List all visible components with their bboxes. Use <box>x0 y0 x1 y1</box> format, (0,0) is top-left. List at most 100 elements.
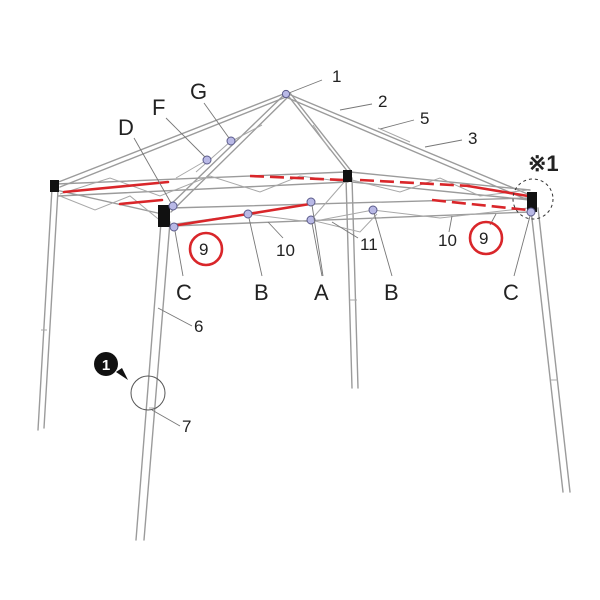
truss-back-right-zigzag <box>351 177 529 197</box>
joint-f <box>202 155 212 165</box>
label-10-left: 10 <box>276 241 295 260</box>
corner-bracket-back-left <box>50 180 59 192</box>
red-bar-front-left <box>170 212 250 228</box>
label-b-left: B <box>254 280 269 305</box>
red-bar-back-middle <box>249 174 345 182</box>
label-note-mark: ※1 <box>528 151 559 176</box>
truss-back-right-lower <box>351 181 531 201</box>
joint-c-left <box>169 222 179 232</box>
label-7: 7 <box>182 417 191 436</box>
label-5: 5 <box>420 109 429 128</box>
truss-front <box>169 197 531 209</box>
truss-back-left-lower <box>57 181 349 197</box>
circled-one-label: 1 <box>102 357 110 374</box>
leader-lines <box>133 79 531 427</box>
joint-d <box>168 201 178 211</box>
rafter-to-left-2 <box>59 96 287 188</box>
corner-bracket-back-middle <box>343 170 352 182</box>
center-rib <box>310 179 378 233</box>
leader-c-left <box>174 230 184 277</box>
label-b-right: B <box>384 280 399 305</box>
leader-g <box>203 102 230 139</box>
leg-front-right <box>530 209 564 493</box>
leader-5 <box>379 119 415 130</box>
leg-left-back-inner <box>43 189 59 429</box>
label-2: 2 <box>378 92 387 111</box>
joint-c-right <box>526 207 536 217</box>
joint-b-left <box>243 209 253 219</box>
joint-g <box>226 136 236 146</box>
rafter-to-back <box>285 92 349 173</box>
leader-f <box>165 117 206 158</box>
rafter-brace <box>175 124 263 179</box>
label-9-right: 9 <box>479 229 488 248</box>
highlighted-bars-part-9 <box>62 174 530 228</box>
leader-6 <box>157 307 193 327</box>
rafter-to-right <box>285 92 531 196</box>
label-c-left: C <box>176 280 192 305</box>
label-10-right: 10 <box>438 231 457 250</box>
red-bar-right-upper <box>466 184 530 198</box>
rafter-to-front-left-2 <box>170 95 290 213</box>
red-bar-back-left <box>62 180 170 194</box>
truss-back-right <box>349 171 531 191</box>
leader-3 <box>424 139 463 148</box>
joint-b-right <box>368 205 378 215</box>
corner-bracket-front-right <box>527 192 537 212</box>
label-d: D <box>118 115 134 140</box>
legs <box>37 177 571 541</box>
leader-d <box>133 137 172 204</box>
red-bar-back-left-2 <box>118 198 164 206</box>
label-6: 6 <box>194 317 203 336</box>
label-11: 11 <box>360 235 378 254</box>
perimeter-truss <box>55 171 531 233</box>
marker-circled-one: 1 <box>94 352 128 380</box>
leg-front-left <box>135 221 162 541</box>
label-a: A <box>314 280 329 305</box>
leg-left-back <box>37 187 53 431</box>
joint-crown <box>281 89 291 99</box>
label-f: F <box>152 95 165 120</box>
leg-front-right-inner <box>537 207 571 493</box>
leader-c-right <box>513 215 531 277</box>
leader-10-right <box>448 215 453 233</box>
leg-back-middle <box>345 177 353 389</box>
leg-front-left-inner <box>143 221 171 541</box>
leader-10-left <box>267 221 284 239</box>
corner-brackets <box>50 170 537 227</box>
joints <box>168 89 536 232</box>
rafter-to-left <box>55 92 287 184</box>
leader-2 <box>339 103 373 111</box>
rafter-brace <box>312 124 411 151</box>
leader-7 <box>151 409 181 427</box>
ring-9-right <box>468 220 504 256</box>
truss-back-left-zigzag <box>59 175 347 197</box>
red-bar-right-lower <box>431 198 529 212</box>
truss-back-left <box>55 171 347 185</box>
leader-1 <box>288 79 323 94</box>
joint-a-lower <box>306 215 316 225</box>
leader-a-2 <box>311 222 323 277</box>
ring-detail-1 <box>130 375 166 411</box>
leader-11 <box>331 221 359 239</box>
label-1: 1 <box>332 67 341 86</box>
labels: 1 2 5 3 G F D ※1 9 9 10 11 10 C B A B C … <box>118 67 559 436</box>
ring-9-left <box>188 231 224 267</box>
roof-rafters <box>55 92 531 213</box>
truss-left <box>55 189 163 215</box>
label-9-left: 9 <box>199 240 208 259</box>
red-bar-front-middle <box>246 202 312 216</box>
ring-note-1 <box>512 178 554 220</box>
leg-sleeve-mark <box>41 299 558 409</box>
joint-a-upper <box>306 197 316 207</box>
leader-b-left <box>248 217 263 277</box>
label-g: G <box>190 79 207 104</box>
leader-b-right <box>373 212 393 277</box>
label-c-right: C <box>503 280 519 305</box>
corner-bracket-front-left <box>158 205 170 227</box>
rafter-to-front-left <box>164 92 287 211</box>
label-3: 3 <box>468 129 477 148</box>
truss-left-zigzag <box>59 195 163 223</box>
rafter-to-right-2 <box>287 97 529 201</box>
